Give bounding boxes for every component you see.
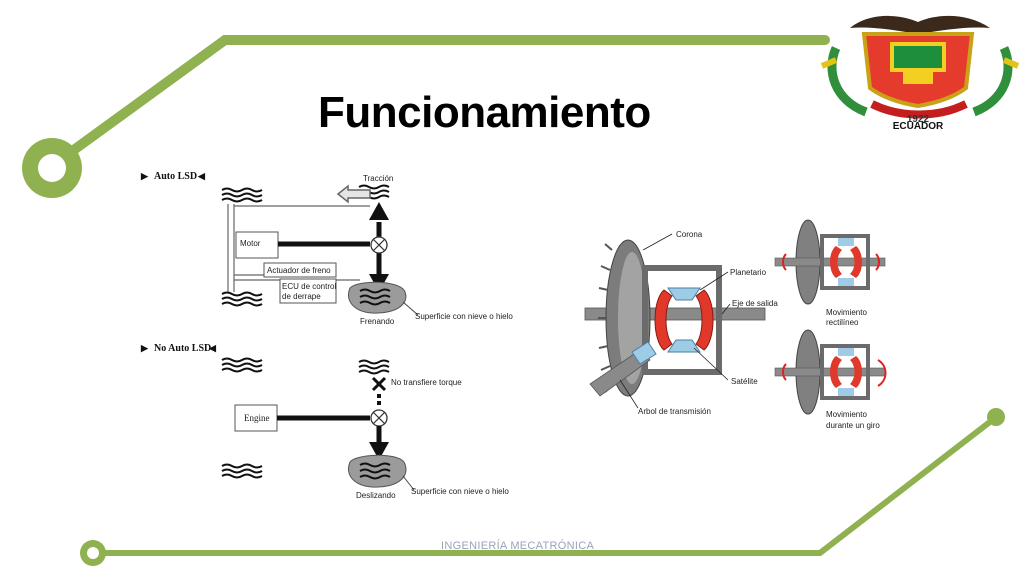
slide-title: Funcionamiento: [318, 88, 651, 137]
auto-lsd-heading: Auto LSD: [154, 171, 197, 182]
ecu-label-line1: ECU de control: [282, 282, 336, 291]
mov-rect-label-2: rectilíneo: [826, 318, 859, 327]
planetario-label: Planetario: [730, 268, 767, 277]
deslizando-label: Deslizando: [356, 491, 396, 500]
up-arrow-icon: [369, 202, 389, 220]
no-auto-lsd-heading: No Auto LSD: [154, 343, 211, 354]
svg-text:▶: ▶: [140, 343, 149, 353]
decorative-dot-right: [987, 408, 1005, 426]
planetary-gear-left-icon: [654, 289, 673, 351]
decorative-green-lines: [55, 35, 998, 556]
tire-icon: [221, 357, 263, 373]
superficie-label-2: Superficie con nieve o hielo: [411, 487, 509, 496]
svg-text:◀: ◀: [208, 343, 217, 353]
frenando-label: Frenando: [360, 317, 395, 326]
engine-box: [234, 404, 278, 432]
differential-illustration: Corona Planetario Eje de salida Satélite…: [584, 219, 887, 430]
coat-of-arms-icon: 1922 ECUADOR: [820, 15, 1020, 132]
snow-patch-icon: [348, 454, 407, 488]
slide-footer: INGENIERÍA MECATRÓNICA: [441, 540, 595, 552]
actuador-label: Actuador de freno: [267, 266, 331, 275]
no-transfiere-label: No transfiere torque: [391, 378, 462, 387]
eje-salida-label: Eje de salida: [732, 299, 778, 308]
no-auto-lsd-diagram: ▶ No Auto LSD ◀ No transfiere torque Eng…: [140, 343, 509, 500]
rotation-arrow-icon: [782, 359, 887, 387]
superficie-label: Superficie con nieve o hielo: [415, 312, 513, 321]
straight-motion-diagram: Movimiento rectilíneo: [774, 219, 886, 327]
logo-year: 1922: [907, 114, 930, 125]
rotation-arrow-icon: [782, 253, 880, 271]
decorative-circle-bottom: [80, 540, 106, 566]
tire-icon: [221, 463, 263, 479]
decorative-circle-left: [22, 138, 82, 198]
mov-giro-label-2: durante un giro: [826, 421, 880, 430]
turning-motion-diagram: Movimiento durante un giro: [774, 329, 887, 430]
svg-text:◀: ◀: [197, 171, 206, 181]
satellite-gear-top-icon: [667, 287, 701, 301]
ecu-box: [279, 278, 337, 304]
tire-icon: [358, 359, 390, 375]
down-arrow-icon: [369, 442, 389, 460]
satelite-label: Satélite: [731, 377, 758, 386]
cross-icon: [371, 376, 387, 392]
traccion-label: Tracción: [363, 174, 393, 183]
motor-box: [235, 231, 279, 259]
tire-icon: [221, 291, 263, 307]
motor-label: Motor: [240, 239, 261, 248]
mov-rect-label-1: Movimiento: [826, 308, 867, 317]
corona-label: Corona: [676, 230, 703, 239]
auto-lsd-diagram: ▶ Auto LSD ◀ Tracción Motor Actuador: [140, 171, 513, 326]
planetary-gear-right-icon: [695, 289, 714, 351]
play-marker-icon: ▶: [140, 171, 149, 181]
mov-giro-label-1: Movimiento: [826, 410, 867, 419]
logo-country: ECUADOR: [893, 121, 944, 132]
ecu-label-line2: de derrape: [282, 292, 321, 301]
traction-arrow-icon: [336, 184, 371, 204]
engine-label: Engine: [244, 413, 270, 423]
arbol-label: Arbol de transmisión: [638, 407, 711, 416]
actuador-box: [263, 262, 337, 278]
tire-icon: [221, 187, 264, 203]
satellite-gear-bottom-icon: [667, 339, 701, 353]
